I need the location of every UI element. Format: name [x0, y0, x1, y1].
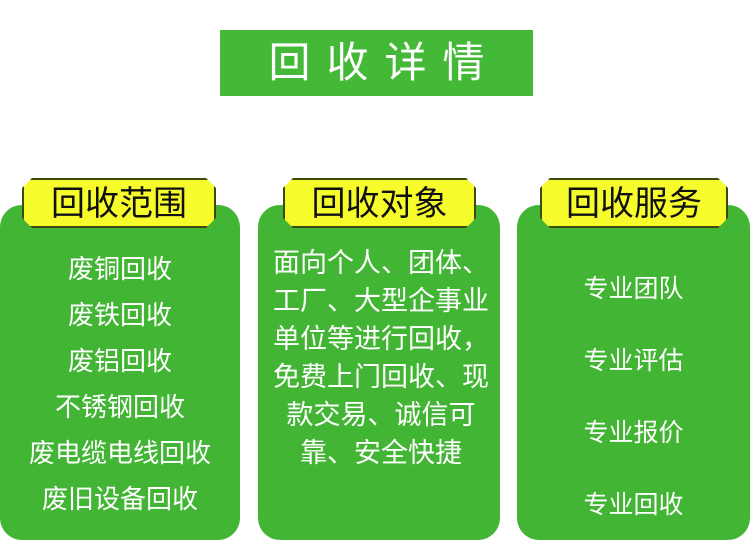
panel-label-service: 回收服务 — [540, 178, 728, 228]
list-item: 专业团队 — [583, 274, 684, 303]
list-item: 专业评估 — [583, 346, 684, 375]
objects-description: 面向个人、团体、工厂、大型企事业单位等进行回收，免费上门回收、现款交易、诚信可靠… — [273, 248, 489, 469]
list-item: 专业回收 — [583, 490, 684, 519]
list-item: 废铝回收 — [67, 347, 172, 377]
list-item: 废电缆电线回收 — [28, 439, 211, 469]
list-item: 不锈钢回收 — [54, 393, 185, 423]
list-item: 废旧设备回收 — [41, 485, 198, 515]
page-title: 回收详情 — [220, 30, 533, 96]
list-item: 废铜回收 — [67, 255, 172, 285]
panel-label-objects: 回收对象 — [283, 178, 476, 228]
panel-label-scope: 回收范围 — [22, 178, 216, 228]
panel-recycling-scope: 废铜回收 废铁回收 废铝回收 不锈钢回收 废电缆电线回收 废旧设备回收 — [0, 205, 240, 540]
list-item: 废铁回收 — [67, 301, 172, 331]
list-item: 专业报价 — [583, 418, 684, 447]
panel-recycling-objects: 面向个人、团体、工厂、大型企事业单位等进行回收，免费上门回收、现款交易、诚信可靠… — [258, 205, 500, 540]
panel-recycling-service: 专业团队 专业评估 专业报价 专业回收 — [517, 205, 750, 540]
